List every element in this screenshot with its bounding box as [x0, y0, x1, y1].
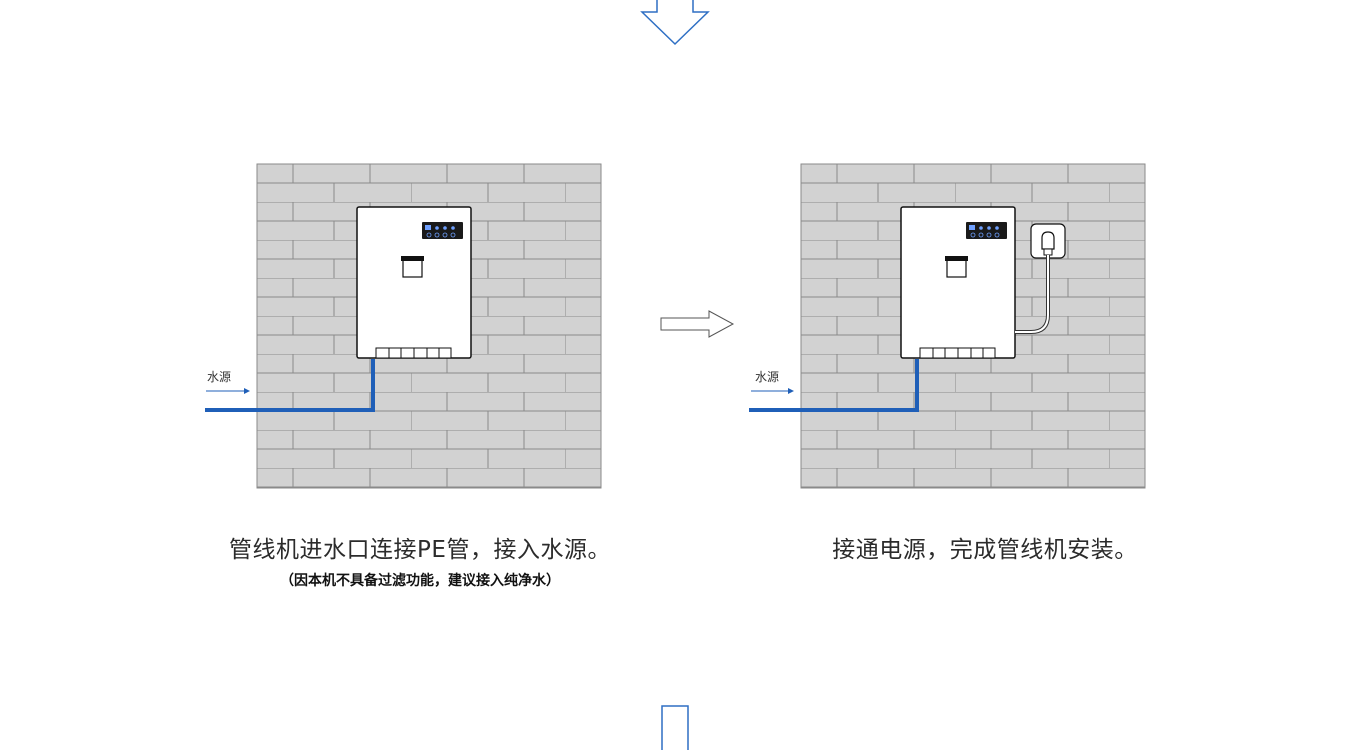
power-socket-icon: [1030, 223, 1066, 259]
step1-illustration: [205, 163, 602, 489]
pipeline-machine: [356, 206, 472, 359]
step1-caption: 管线机进水口连接PE管，接入水源。: [229, 537, 611, 563]
bottom-down-arrow-icon: [661, 705, 689, 750]
step1-note: （因本机不具备过滤功能，建议接入纯净水）: [280, 573, 560, 589]
right-arrow-icon: [660, 310, 735, 338]
water-source-label: 水源: [755, 370, 780, 384]
step2-illustration: [749, 163, 1146, 489]
top-down-arrow-icon: [640, 0, 710, 46]
water-pipe: [205, 359, 375, 412]
water-pipe: [749, 359, 919, 412]
pipeline-machine: [900, 206, 1016, 359]
water-source-label: 水源: [207, 370, 232, 384]
step2-caption: 接通电源，完成管线机安装。: [832, 537, 1138, 563]
